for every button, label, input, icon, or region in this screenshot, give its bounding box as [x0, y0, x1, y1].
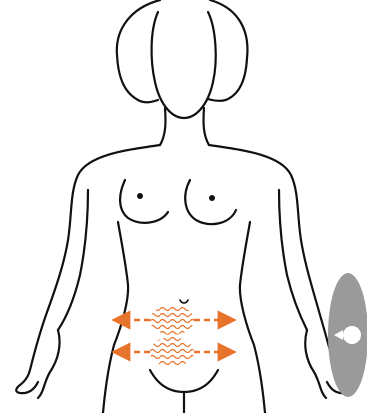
- face-outline: [152, 12, 216, 118]
- right-breast: [185, 180, 236, 224]
- device-button: [343, 326, 361, 344]
- upper-abdomen-zone: [150, 305, 194, 335]
- right-arm-inner: [279, 190, 307, 330]
- right-arm-outline: [209, 145, 349, 398]
- left-nipple: [137, 193, 143, 199]
- hair-outline: [117, 0, 248, 102]
- handheld-device-icon: [328, 273, 367, 397]
- navel: [180, 300, 188, 303]
- right-nipple: [209, 195, 215, 201]
- torso-right-side: [240, 222, 265, 413]
- groin-outline: [150, 370, 218, 392]
- neck-right: [204, 108, 209, 145]
- left-arm-inner: [58, 190, 88, 330]
- left-breast: [120, 180, 168, 223]
- torso-left-side: [103, 222, 128, 413]
- neck-left: [160, 108, 165, 145]
- left-arm-outline: [16, 145, 160, 398]
- lower-abdomen-zone: [150, 337, 194, 367]
- treatment-zones: [150, 305, 194, 367]
